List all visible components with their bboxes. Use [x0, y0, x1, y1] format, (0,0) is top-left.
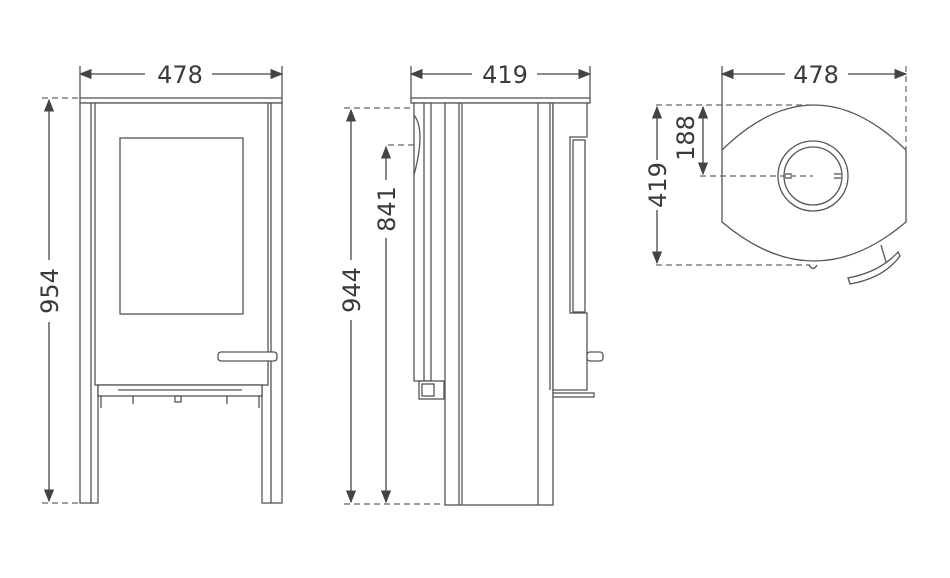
side-view: 419 944 841 — [338, 61, 604, 506]
side-door — [413, 102, 432, 382]
front-view: 478 954 — [36, 61, 284, 504]
air-control-knob — [586, 351, 604, 362]
flue-height-dimension: 841 — [373, 186, 401, 232]
top-view: 478 419 188 — [644, 61, 908, 285]
flue-offset-dimension: 188 — [672, 115, 700, 161]
top-depth-dimension: 419 — [644, 162, 672, 208]
bottom-plate — [552, 392, 595, 398]
side-back-panel — [552, 102, 588, 391]
top-plate — [79, 97, 283, 104]
side-body — [444, 102, 554, 506]
top-width-dimension: 478 — [793, 61, 839, 89]
front-height-dimension: 954 — [36, 268, 64, 314]
door-handle — [217, 351, 278, 362]
window-glass — [119, 137, 244, 315]
side-ash-drawer — [418, 380, 445, 400]
side-height-dimension: 944 — [338, 267, 366, 313]
side-depth-dimension: 419 — [482, 61, 528, 89]
side-top-plate — [410, 97, 591, 104]
top-door-handle — [847, 250, 901, 285]
front-width-dimension: 478 — [157, 61, 203, 89]
